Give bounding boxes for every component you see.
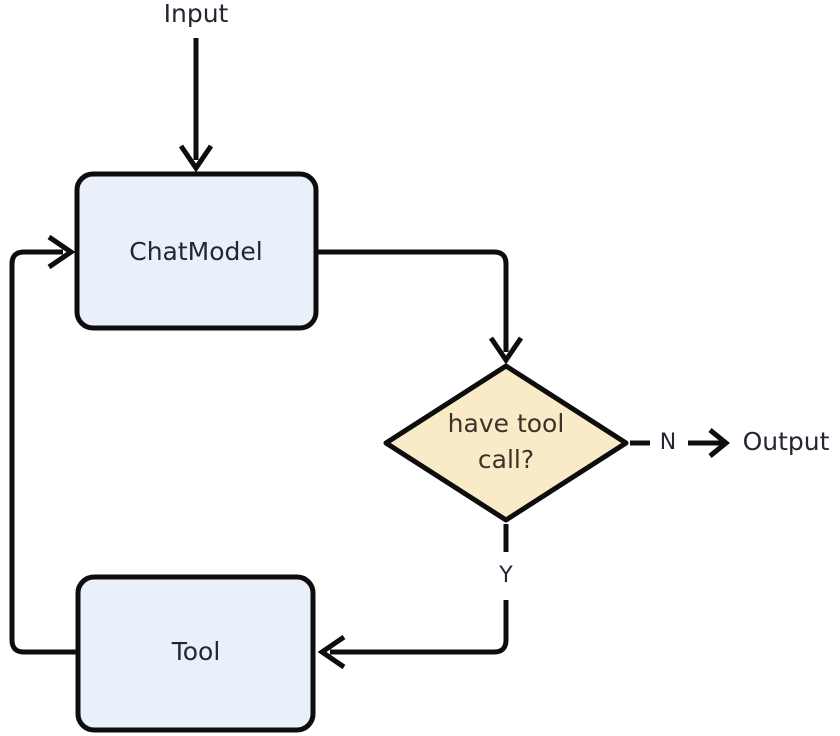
edge-chatmodel-to-decision xyxy=(318,249,524,365)
node-chatmodel[interactable]: ChatModel xyxy=(74,171,319,331)
node-decision[interactable]: have tool call? xyxy=(383,363,629,523)
arrowhead-into-chatmodel-loop xyxy=(47,234,76,270)
edge-line-yes-to-tool xyxy=(330,600,509,655)
output-label: Output xyxy=(743,427,830,456)
tool-label: Tool xyxy=(171,637,221,666)
edge-line-chatmodel-to-decision xyxy=(318,249,509,352)
arrowhead-into-decision xyxy=(488,336,524,365)
edge-label-yes: Y xyxy=(498,563,513,588)
decision-diamond[interactable] xyxy=(383,363,629,523)
arrowhead-into-chatmodel xyxy=(178,144,214,173)
edge-label-no: N xyxy=(660,430,676,455)
chatmodel-box[interactable] xyxy=(74,171,319,331)
edge-line-tool-to-chatmodel xyxy=(9,249,76,655)
arrowhead-into-tool xyxy=(317,634,346,670)
chatmodel-label: ChatModel xyxy=(129,237,262,266)
decision-label-line2: call? xyxy=(478,445,534,474)
tool-box[interactable] xyxy=(75,574,316,733)
edge-tool-to-chatmodel xyxy=(9,234,76,655)
input-label: Input xyxy=(164,0,229,28)
edge-decision-yes-to-tool xyxy=(317,524,509,670)
node-tool[interactable]: Tool xyxy=(75,574,316,733)
edge-decision-no-to-output xyxy=(630,428,730,458)
arrowhead-into-output xyxy=(708,428,730,458)
edge-input-to-chatmodel xyxy=(178,38,214,173)
decision-label-line1: have tool xyxy=(448,409,565,438)
